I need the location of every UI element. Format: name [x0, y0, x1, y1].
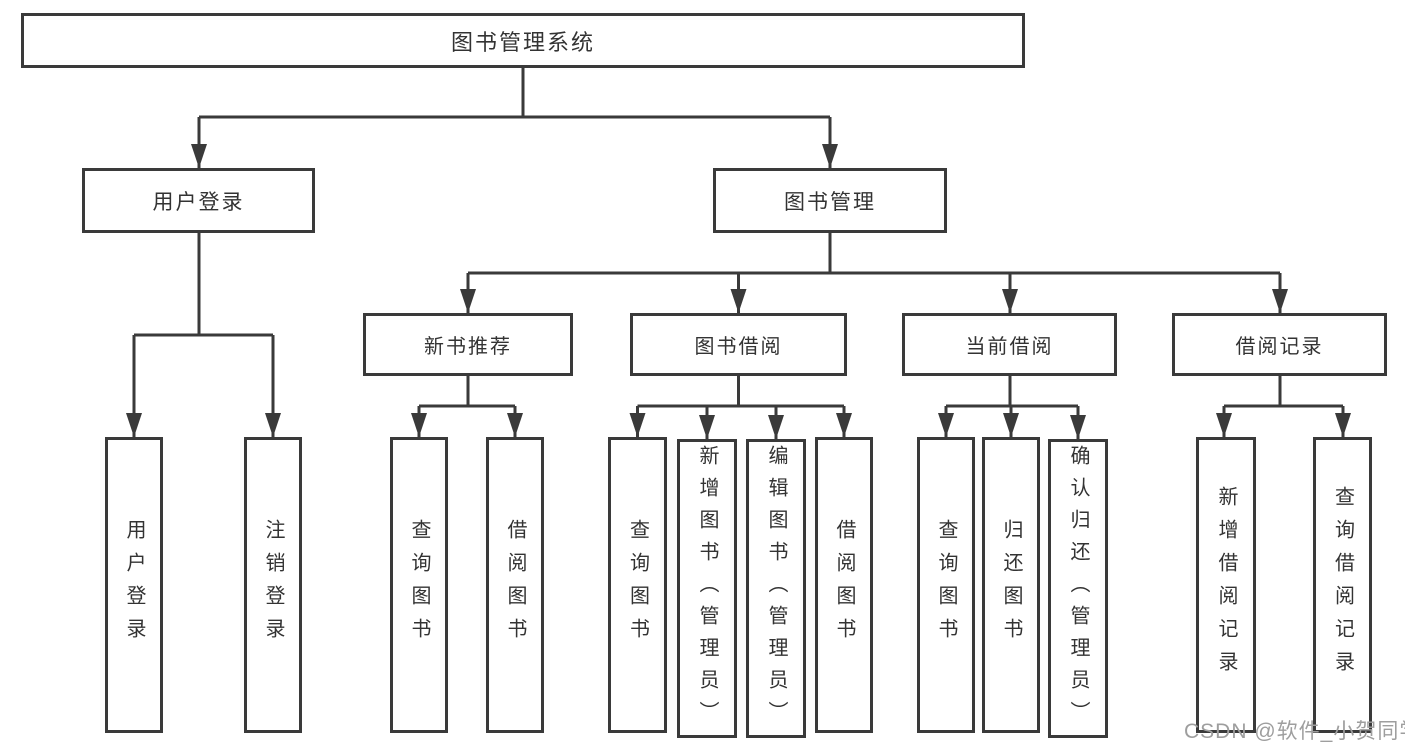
node-book-borrow: 图书借阅 [630, 313, 847, 376]
leaf-query-books-borrow: 查询图书 [608, 437, 667, 733]
leaf-add-book-admin-label: 新增图书（管理员） [696, 444, 718, 733]
leaf-query-borrow-record: 查询借阅记录 [1313, 437, 1372, 733]
leaf-borrow-books: 借阅图书 [815, 437, 873, 733]
leaf-return-books: 归还图书 [982, 437, 1040, 733]
leaf-query-borrow-record-label: 查询借阅记录 [1331, 486, 1354, 684]
leaf-user-login-label: 用户登录 [123, 519, 145, 651]
leaf-borrow-books-label: 借阅图书 [833, 519, 855, 651]
leaf-edit-book-admin-label: 编辑图书（管理员） [765, 444, 787, 733]
leaf-confirm-return-admin: 确认归还（管理员） [1048, 439, 1108, 738]
leaf-logout-login: 注销登录 [244, 437, 302, 733]
leaf-confirm-return-admin-label: 确认归还（管理员） [1067, 444, 1089, 733]
leaf-query-books-current-label: 查询图书 [935, 519, 957, 651]
node-borrow-record: 借阅记录 [1172, 313, 1387, 376]
leaf-logout-login-label: 注销登录 [262, 519, 284, 651]
node-book-management: 图书管理 [713, 168, 947, 233]
leaf-query-books-recommend: 查询图书 [390, 437, 448, 733]
leaf-query-books-recommend-label: 查询图书 [408, 519, 430, 651]
leaf-add-book-admin: 新增图书（管理员） [677, 439, 737, 738]
leaf-add-borrow-record-label: 新增借阅记录 [1215, 486, 1237, 684]
leaf-borrow-books-recommend-label: 借阅图书 [504, 519, 526, 651]
leaf-edit-book-admin: 编辑图书（管理员） [746, 439, 806, 738]
node-current-borrow: 当前借阅 [902, 313, 1117, 376]
node-user-login: 用户登录 [82, 168, 315, 233]
leaf-user-login: 用户登录 [105, 437, 163, 733]
leaf-add-borrow-record: 新增借阅记录 [1196, 437, 1256, 733]
leaf-query-books-borrow-label: 查询图书 [626, 519, 649, 651]
node-root: 图书管理系统 [21, 13, 1025, 68]
leaf-query-books-current: 查询图书 [917, 437, 975, 733]
leaf-return-books-label: 归还图书 [1000, 519, 1022, 651]
leaf-borrow-books-recommend: 借阅图书 [486, 437, 544, 733]
csdn-watermark: CSDN @软件_小贺同学 [1184, 720, 1405, 743]
node-new-book-recommend: 新书推荐 [363, 313, 573, 376]
